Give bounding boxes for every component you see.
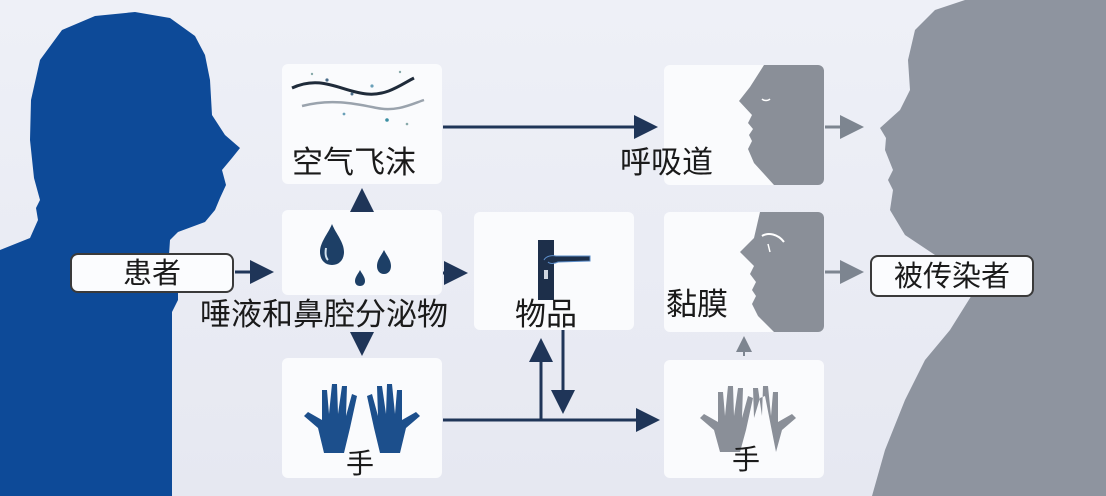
face-eye-icon — [740, 212, 824, 332]
door-handle-icon — [538, 240, 591, 300]
water-drops-icon — [320, 224, 391, 286]
droplets-air-panel — [282, 64, 442, 184]
respiratory-label: 呼吸道 — [620, 145, 713, 181]
objects-panel — [474, 212, 634, 330]
hands-icon — [700, 386, 796, 452]
airflow-icon — [291, 70, 425, 126]
patient-label: 患者 — [70, 253, 234, 293]
face-profile-icon — [739, 65, 824, 185]
hands-icon — [304, 384, 420, 453]
secretions-label: 唾液和鼻腔分泌物 — [200, 297, 448, 333]
mucosa-label: 黏膜 — [666, 287, 728, 323]
objects-label: 物品 — [515, 297, 577, 333]
respiratory-panel — [664, 65, 824, 185]
secretions-panel — [282, 210, 442, 295]
hands-source-panel — [282, 358, 442, 478]
hands-source-label: 手 — [346, 447, 375, 480]
droplets-air-label: 空气飞沫 — [292, 145, 416, 181]
hands-target-label: 手 — [732, 443, 761, 476]
hands-target-panel — [664, 360, 824, 478]
mucosa-panel — [664, 212, 824, 332]
infected-person-label: 被传染者 — [870, 255, 1034, 297]
